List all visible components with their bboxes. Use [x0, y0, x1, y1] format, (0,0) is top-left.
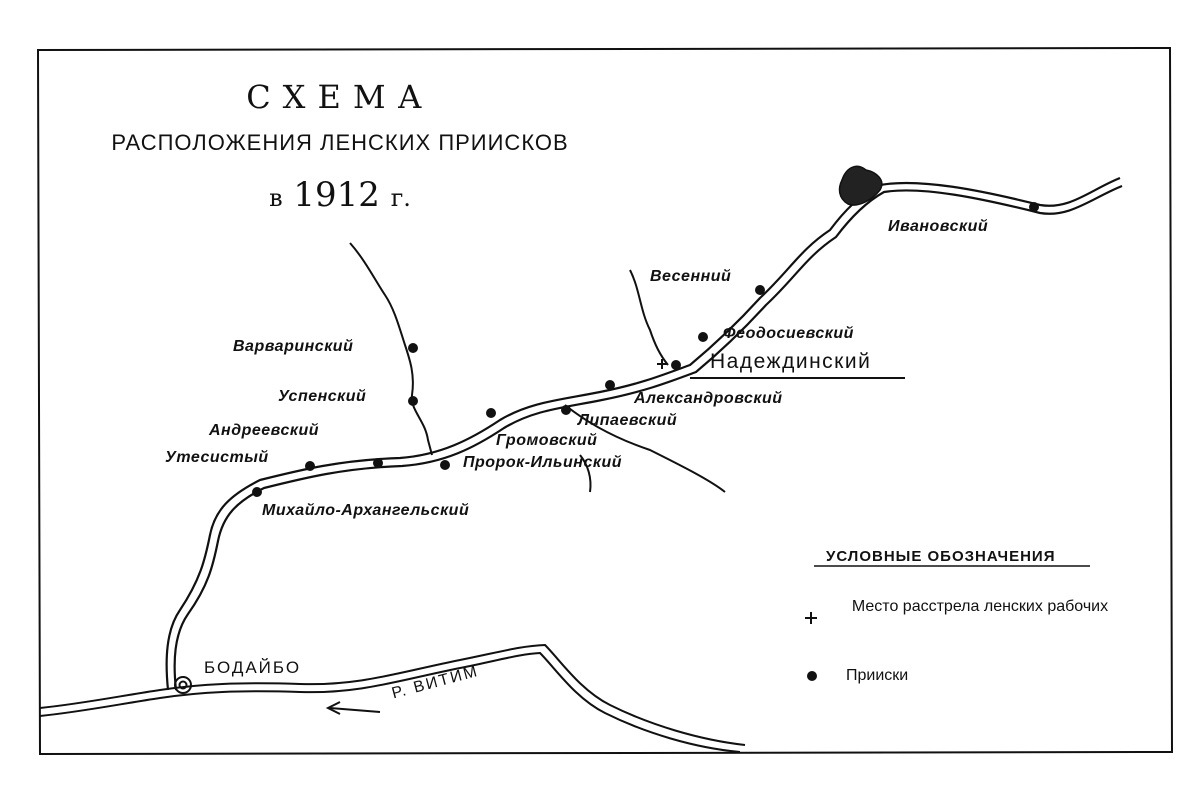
mine-dot-aleksandrovsky [605, 380, 615, 390]
label-uspensky: Успенский [278, 388, 367, 405]
map-title-year: в 1912 г. [250, 175, 430, 215]
label-prorok-ilyinsky: Пророк-Ильинский [463, 454, 622, 471]
legend-shooting-symbol [805, 612, 817, 624]
label-mikhailo-arkhangelsky: Михайло-Архангельский [262, 502, 470, 519]
map-title-line1: СХЕМА [246, 78, 434, 116]
mine-dot-vesenny [755, 285, 765, 295]
bodaibo-river [165, 176, 1123, 691]
lake-shape [838, 165, 883, 206]
mine-dot-mikhailo [252, 487, 262, 497]
legend-mines-label: Прииски [846, 667, 909, 684]
river-flow-arrow [325, 701, 381, 715]
shooting-site-marker [657, 359, 667, 369]
label-utesisty: Утесистый [165, 449, 269, 466]
map-title-line2: РАСПОЛОЖЕНИЯ ЛЕНСКИХ ПРИИСКОВ [111, 130, 569, 155]
label-vesenny: Весенний [650, 268, 732, 285]
map-title-year-number: 1912 [293, 175, 380, 215]
label-feodosievsky: Феодосиевский [723, 325, 854, 342]
map-title-prefix: в [269, 184, 283, 212]
mine-dots [252, 202, 1039, 681]
map-title-suffix: г. [390, 184, 411, 212]
label-andreevsky: Андреевский [209, 422, 319, 439]
label-gromovsky: Громовский [496, 432, 598, 449]
legend-title: УСЛОВНЫЕ ОБОЗНАЧЕНИЯ [826, 548, 1056, 565]
tributaries [349, 242, 726, 493]
map-frame [36, 46, 1174, 756]
mine-dot-andreevsky [373, 458, 383, 468]
label-ivanovsky: Ивановский [888, 218, 989, 235]
legend-dot [807, 671, 817, 681]
mine-dot-feodosievsky [698, 332, 708, 342]
mine-dot-lipaevsky [561, 405, 571, 415]
bodaibo-town-symbol [174, 676, 192, 694]
mine-dot-ivanovsky [1029, 202, 1039, 212]
mine-dot-utesisty [305, 461, 315, 471]
label-nadezhdinsky: Надеждинский [710, 350, 872, 373]
label-bodaibo: БОДАЙБО [204, 658, 302, 677]
mine-dot-prorok [440, 460, 450, 470]
label-varvarinsky: Варваринский [233, 338, 354, 355]
label-aleksandrovsky: Александровский [634, 390, 783, 407]
legend-shooting-label: Место расстрела ленских рабочих [851, 598, 1109, 615]
mine-dot-gromovsky [486, 408, 496, 418]
mine-dot-varvarinsky [408, 343, 418, 353]
vitim-river [39, 643, 746, 753]
mine-dot-nadezhdinsky [671, 360, 681, 370]
label-lipaevsky: Липаевский [578, 412, 678, 429]
mine-dot-uspensky [408, 396, 418, 406]
